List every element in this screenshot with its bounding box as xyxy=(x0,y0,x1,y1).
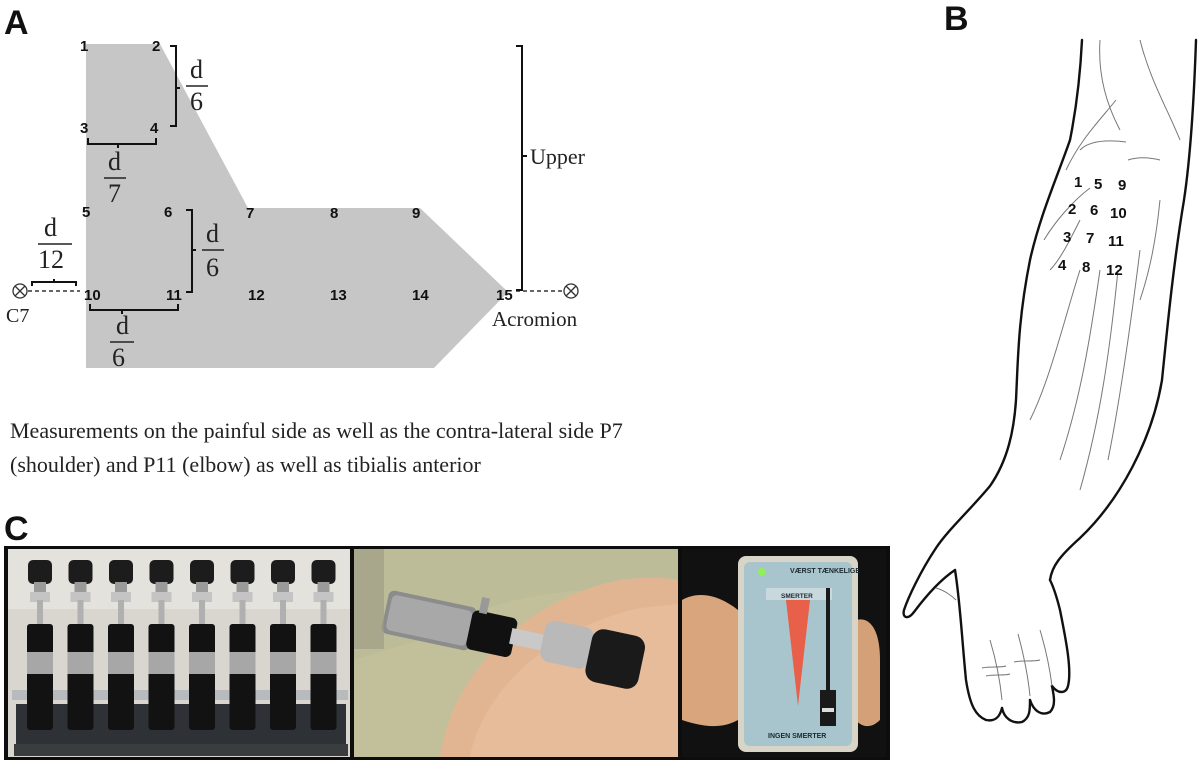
point-5: 5 xyxy=(82,204,90,221)
point-7: 7 xyxy=(246,205,254,222)
algometer-unit xyxy=(67,560,94,730)
brace-10-11 xyxy=(89,304,179,314)
forearm-point-10: 10 xyxy=(1110,205,1127,222)
svg-text:6: 6 xyxy=(190,87,203,116)
point-labels: 1 2 3 4 5 6 7 8 9 10 11 12 13 14 15 xyxy=(80,38,513,304)
fraction-d-7: d 7 xyxy=(104,147,126,208)
upper-bracket xyxy=(516,45,527,291)
forearm-point-11: 11 xyxy=(1108,233,1124,250)
forearm-detail-lines xyxy=(935,39,1181,701)
acromion-label: Acromion xyxy=(492,307,578,331)
point-15: 15 xyxy=(496,287,513,304)
photo-algometer-rack xyxy=(8,549,350,757)
svg-text:d: d xyxy=(44,213,57,242)
caption-line-1: Measurements on the painful side as well… xyxy=(10,418,623,443)
svg-text:d: d xyxy=(108,147,121,176)
panel-letter-b: B xyxy=(944,0,969,38)
forearm-point-12: 12 xyxy=(1106,262,1123,279)
forearm-point-8: 8 xyxy=(1082,259,1090,276)
algometer-unit xyxy=(229,560,256,730)
upper-label: Upper xyxy=(530,144,586,169)
fraction-d-6-top: d 6 xyxy=(186,55,208,116)
forearm-point-9: 9 xyxy=(1118,177,1126,194)
brace-3-4 xyxy=(87,138,157,148)
caption-line-2: (shoulder) and P11 (elbow) as well as ti… xyxy=(10,452,482,477)
svg-text:d: d xyxy=(206,219,219,248)
point-13: 13 xyxy=(330,287,347,304)
point-12: 12 xyxy=(248,287,265,304)
point-9: 9 xyxy=(412,205,420,222)
algometer-unit xyxy=(108,560,134,730)
brace-2-4 xyxy=(170,45,180,127)
brace-6-11 xyxy=(186,209,196,293)
forearm-point-1: 1 xyxy=(1074,174,1082,191)
c7-label: C7 xyxy=(6,305,29,327)
point-4: 4 xyxy=(150,120,159,137)
point-3: 3 xyxy=(80,120,88,137)
algometer-unit xyxy=(27,560,53,730)
forearm-point-labels: 1 5 9 2 6 10 3 7 11 4 8 12 xyxy=(1058,174,1127,279)
svg-text:d: d xyxy=(190,55,203,84)
point-8: 8 xyxy=(330,205,338,222)
point-11: 11 xyxy=(166,287,182,304)
svg-text:7: 7 xyxy=(108,179,121,208)
svg-text:d: d xyxy=(116,311,129,340)
svg-text:6: 6 xyxy=(206,253,219,282)
forearm-point-5: 5 xyxy=(1094,176,1102,193)
point-10: 10 xyxy=(84,287,101,304)
forearm-point-6: 6 xyxy=(1090,202,1098,219)
point-1: 1 xyxy=(80,38,88,55)
svg-text:12: 12 xyxy=(38,245,64,274)
measurement-region xyxy=(86,44,508,368)
point-6: 6 xyxy=(164,204,172,221)
algometer-unit xyxy=(310,560,337,730)
vas-bottom-label: INGEN SMERTER xyxy=(768,733,826,740)
fraction-d-12: d 12 xyxy=(38,213,72,274)
algometer-unit xyxy=(148,560,175,730)
fraction-d-6-bottom: d 6 xyxy=(110,311,134,372)
forearm-point-3: 3 xyxy=(1063,229,1071,246)
fraction-d-6-mid: d 6 xyxy=(202,219,224,282)
vas-sub-label: SMERTER xyxy=(781,593,813,600)
forearm-point-4: 4 xyxy=(1058,257,1067,274)
vas-top-label: VÆRST TÆNKELIGE xyxy=(790,568,860,575)
forearm-point-2: 2 xyxy=(1068,201,1076,218)
algometer-units xyxy=(27,560,337,730)
forearm-drawing xyxy=(902,38,1198,724)
acromion-marker xyxy=(563,283,579,299)
svg-text:6: 6 xyxy=(112,343,125,372)
panel-letter-a: A xyxy=(4,4,29,42)
photo-vas-device xyxy=(682,549,886,757)
algometer-unit xyxy=(189,560,215,730)
forearm-point-7: 7 xyxy=(1086,230,1094,247)
point-14: 14 xyxy=(412,287,429,304)
brace-c7-10 xyxy=(31,279,77,286)
panel-letter-c: C xyxy=(4,510,29,548)
point-2: 2 xyxy=(152,38,160,55)
algometer-unit xyxy=(270,560,296,730)
photo-algometer-on-shoulder xyxy=(354,549,678,757)
c7-marker xyxy=(12,283,28,299)
